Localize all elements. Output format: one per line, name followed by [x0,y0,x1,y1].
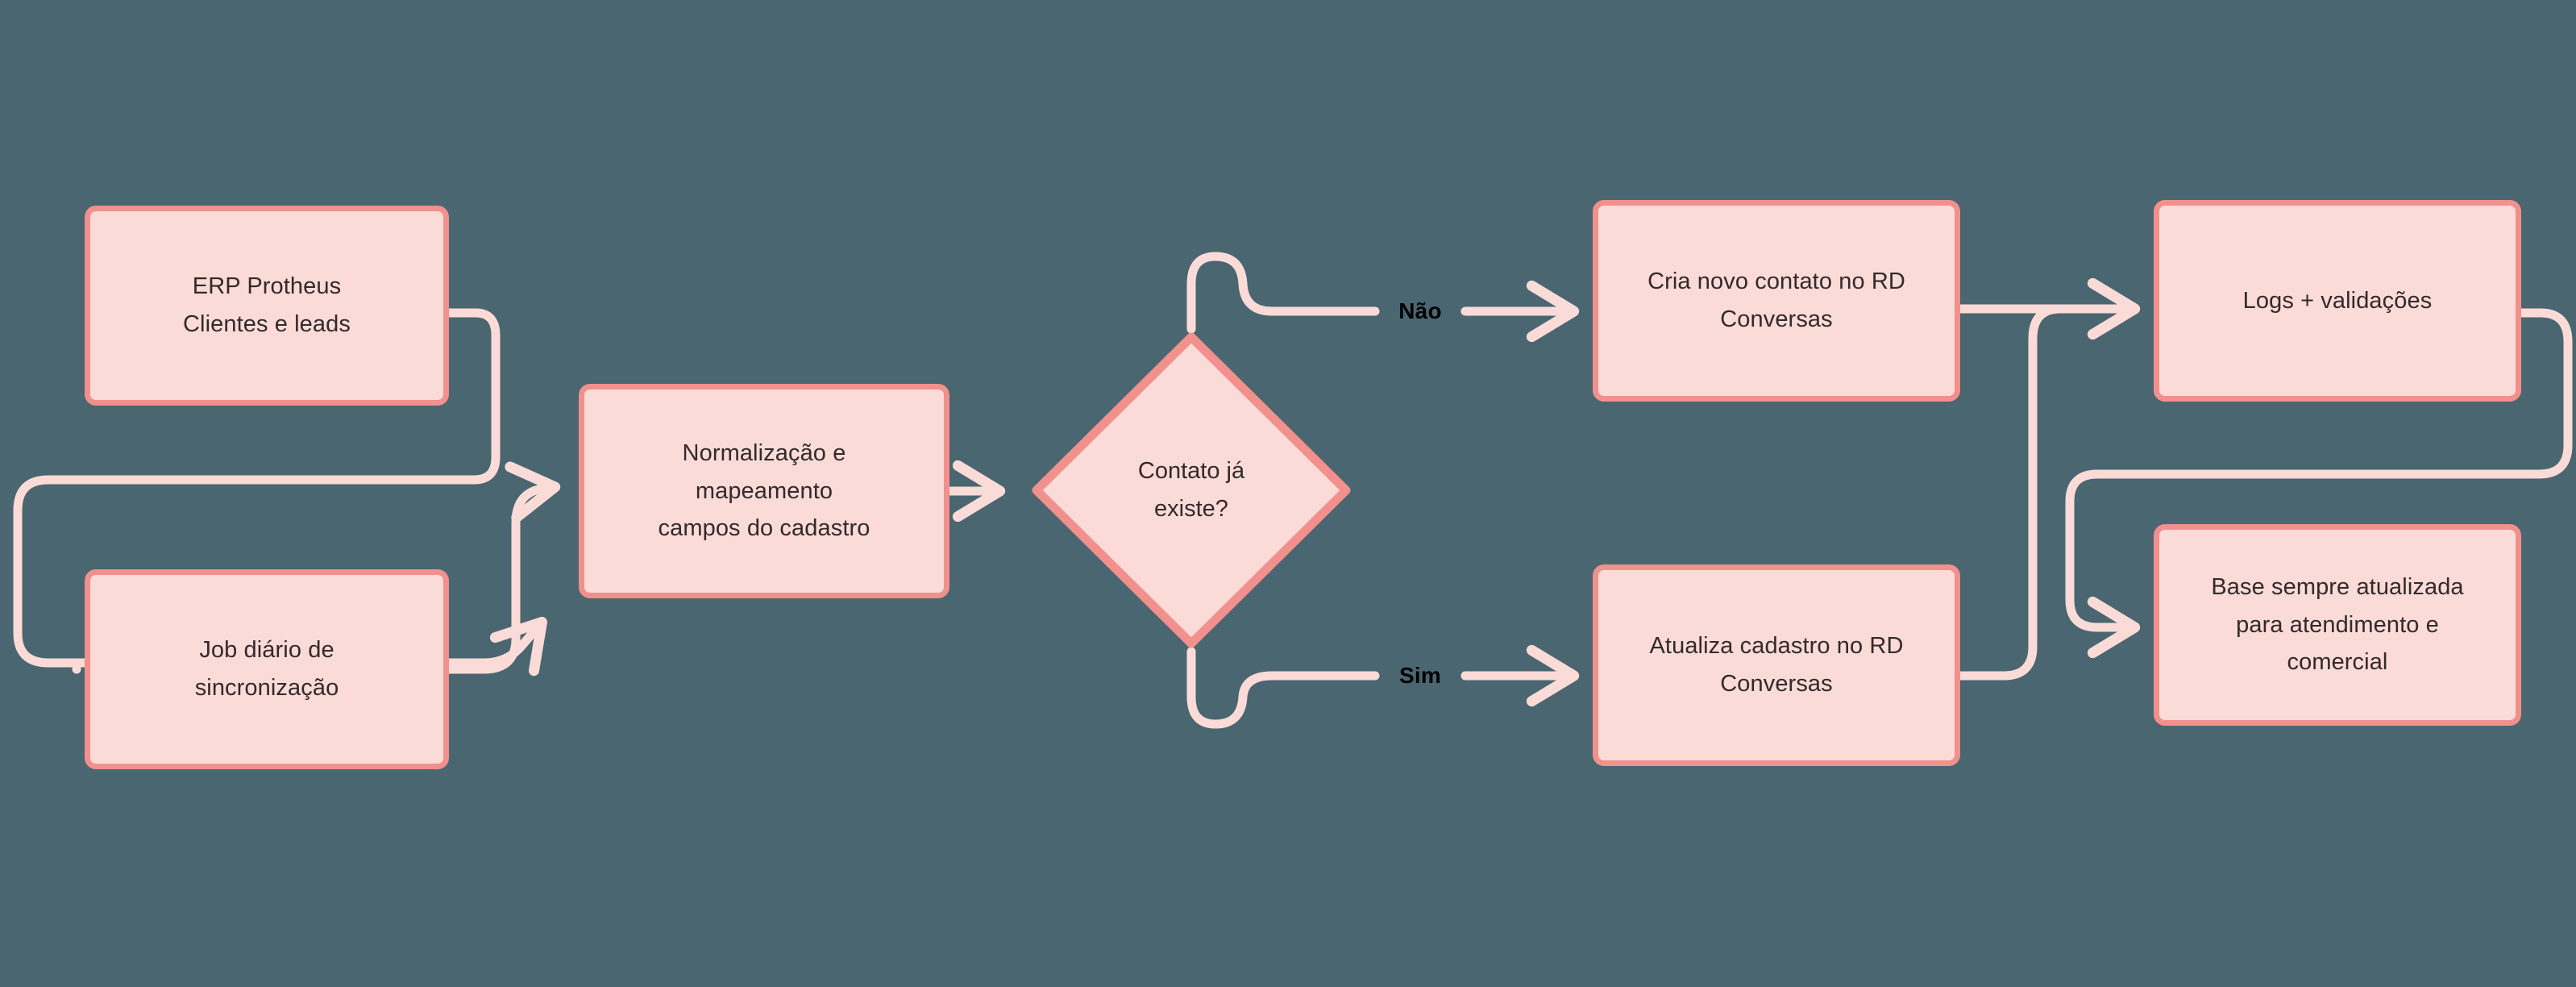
decision-contato-existe[interactable]: Contato já existe? [1028,329,1354,652]
edge-job-to-normalizacao [444,461,561,674]
node-base-atualizada[interactable]: Base sempre atualizada para atendimento … [2154,524,2521,726]
node-erp-protheus[interactable]: ERP Protheus Clientes e leads [85,206,449,406]
node-base-atualizada-label: Base sempre atualizada para atendimento … [2211,573,2464,676]
edge-decision-sim [1186,652,1573,724]
edge-atualiza-to-logs [1955,304,2139,681]
diamond-shape [1032,332,1351,648]
edge-decision-nao [1186,256,1573,329]
node-cria-novo-contato-label: Cria novo contato no RD Conversas [1647,269,1905,332]
node-logs-validacoes[interactable]: Logs + validações [2154,200,2521,402]
node-cria-novo-contato[interactable]: Cria novo contato no RD Conversas [1593,200,1960,402]
node-erp-protheus-label: ERP Protheus Clientes e leads [183,273,351,337]
node-normalizacao[interactable]: Normalização e mapeamento campos do cada… [579,384,949,598]
node-logs-validacoes-label: Logs + validações [2242,287,2433,314]
decision-contato-existe-label: Contato já existe? [1137,458,1245,522]
node-atualiza-cadastro-label: Atualiza cadastro no RD Conversas [1649,633,1904,697]
node-job-diario[interactable]: Job diário de sincronização [85,569,449,769]
edge-label-sim: Sim [1399,663,1441,688]
node-normalizacao-label: Normalização e mapeamento campos do cada… [658,439,870,542]
node-atualiza-cadastro[interactable]: Atualiza cadastro no RD Conversas [1593,564,1960,766]
node-job-diario-label: Job diário de sincronização [194,637,339,701]
edge-label-nao: Não [1398,298,1442,323]
